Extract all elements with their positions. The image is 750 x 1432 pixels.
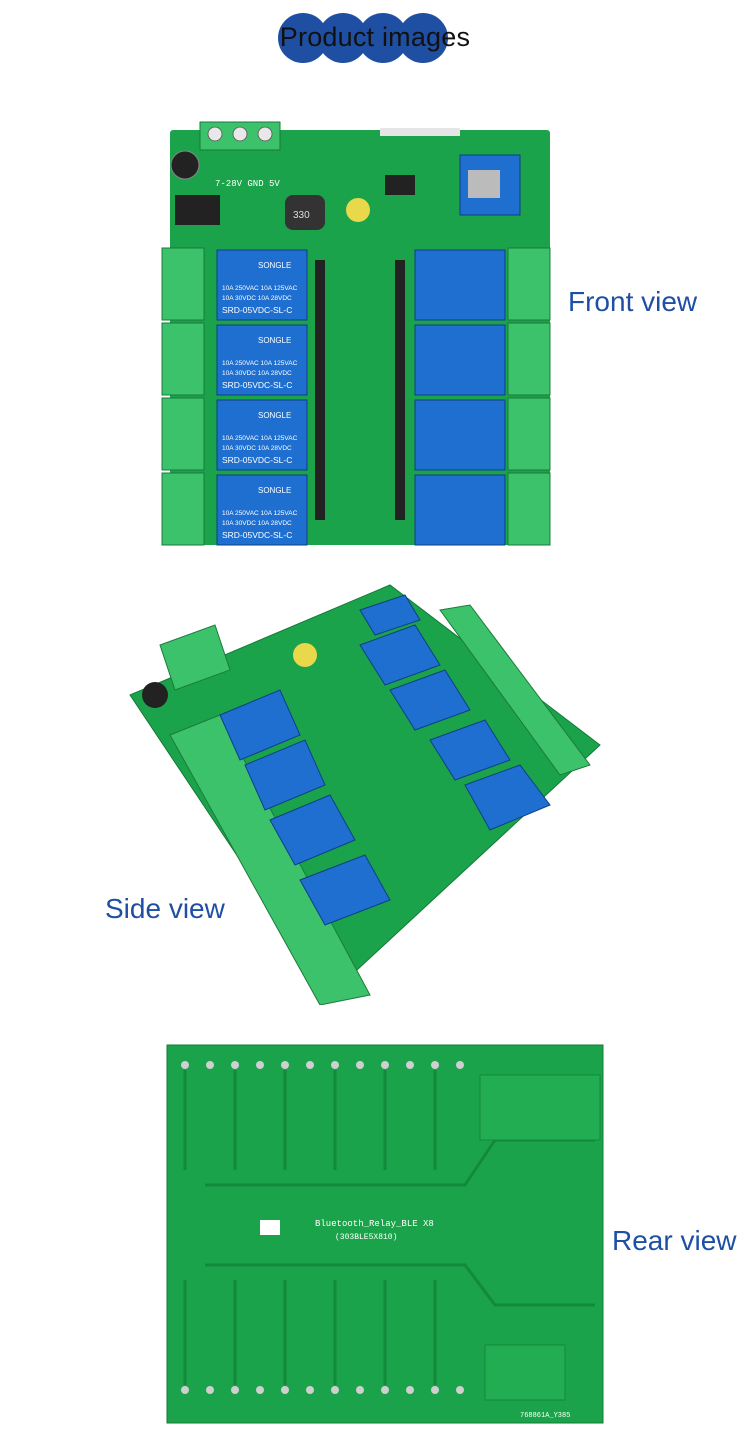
rear-view-section: Bluetooth_Relay_BLE X8 (303BLE5X810) 768… [0, 1040, 750, 1425]
svg-text:SRD-05VDC-SL-C: SRD-05VDC-SL-C [222, 530, 292, 540]
front-board-image: 7-28V GND 5V 330 SONGL [161, 121, 551, 546]
svg-text:330: 330 [293, 210, 310, 221]
svg-text:768861A_Y385: 768861A_Y385 [520, 1412, 570, 1420]
svg-text:10A 250VAC 10A 125VAC: 10A 250VAC 10A 125VAC [222, 360, 298, 367]
svg-text:(303BLE5X810): (303BLE5X810) [335, 1233, 397, 1242]
svg-text:SONGLE: SONGLE [258, 261, 291, 270]
svg-text:10A 250VAC 10A 125VAC: 10A 250VAC 10A 125VAC [222, 285, 298, 292]
svg-text:Bluetooth_Relay_BLE X8: Bluetooth_Relay_BLE X8 [315, 1219, 434, 1229]
side-board-image [129, 584, 601, 1005]
svg-text:10A 30VDC 10A 28VDC: 10A 30VDC 10A 28VDC [222, 445, 292, 452]
svg-text:SONGLE: SONGLE [258, 411, 291, 420]
svg-text:10A 250VAC 10A 125VAC: 10A 250VAC 10A 125VAC [222, 510, 298, 517]
svg-text:SRD-05VDC-SL-C: SRD-05VDC-SL-C [222, 455, 292, 465]
svg-text:7-28V GND 5V: 7-28V GND 5V [215, 179, 280, 189]
header-circle [398, 13, 448, 63]
svg-text:SONGLE: SONGLE [258, 336, 291, 345]
svg-text:SONGLE: SONGLE [258, 486, 291, 495]
rear-view-label: Rear view [612, 1225, 737, 1256]
header: Product images [0, 0, 750, 80]
page-title: Product images [279, 22, 471, 52]
front-view-label: Front view [568, 286, 698, 317]
rear-board-image: Bluetooth_Relay_BLE X8 (303BLE5X810) 768… [166, 1044, 604, 1424]
svg-text:10A 250VAC 10A 125VAC: 10A 250VAC 10A 125VAC [222, 435, 298, 442]
header-decoration [278, 13, 448, 68]
svg-text:SRD-05VDC-SL-C: SRD-05VDC-SL-C [222, 305, 292, 315]
side-view-label: Side view [105, 893, 225, 924]
svg-text:10A 30VDC 10A 28VDC: 10A 30VDC 10A 28VDC [222, 520, 292, 527]
svg-text:SRD-05VDC-SL-C: SRD-05VDC-SL-C [222, 380, 292, 390]
svg-text:10A 30VDC 10A 28VDC: 10A 30VDC 10A 28VDC [222, 295, 292, 302]
front-view-section: 7-28V GND 5V 330 SONGL [0, 120, 750, 560]
side-view-section: Side view [0, 575, 750, 1010]
svg-text:10A 30VDC 10A 28VDC: 10A 30VDC 10A 28VDC [222, 370, 292, 377]
